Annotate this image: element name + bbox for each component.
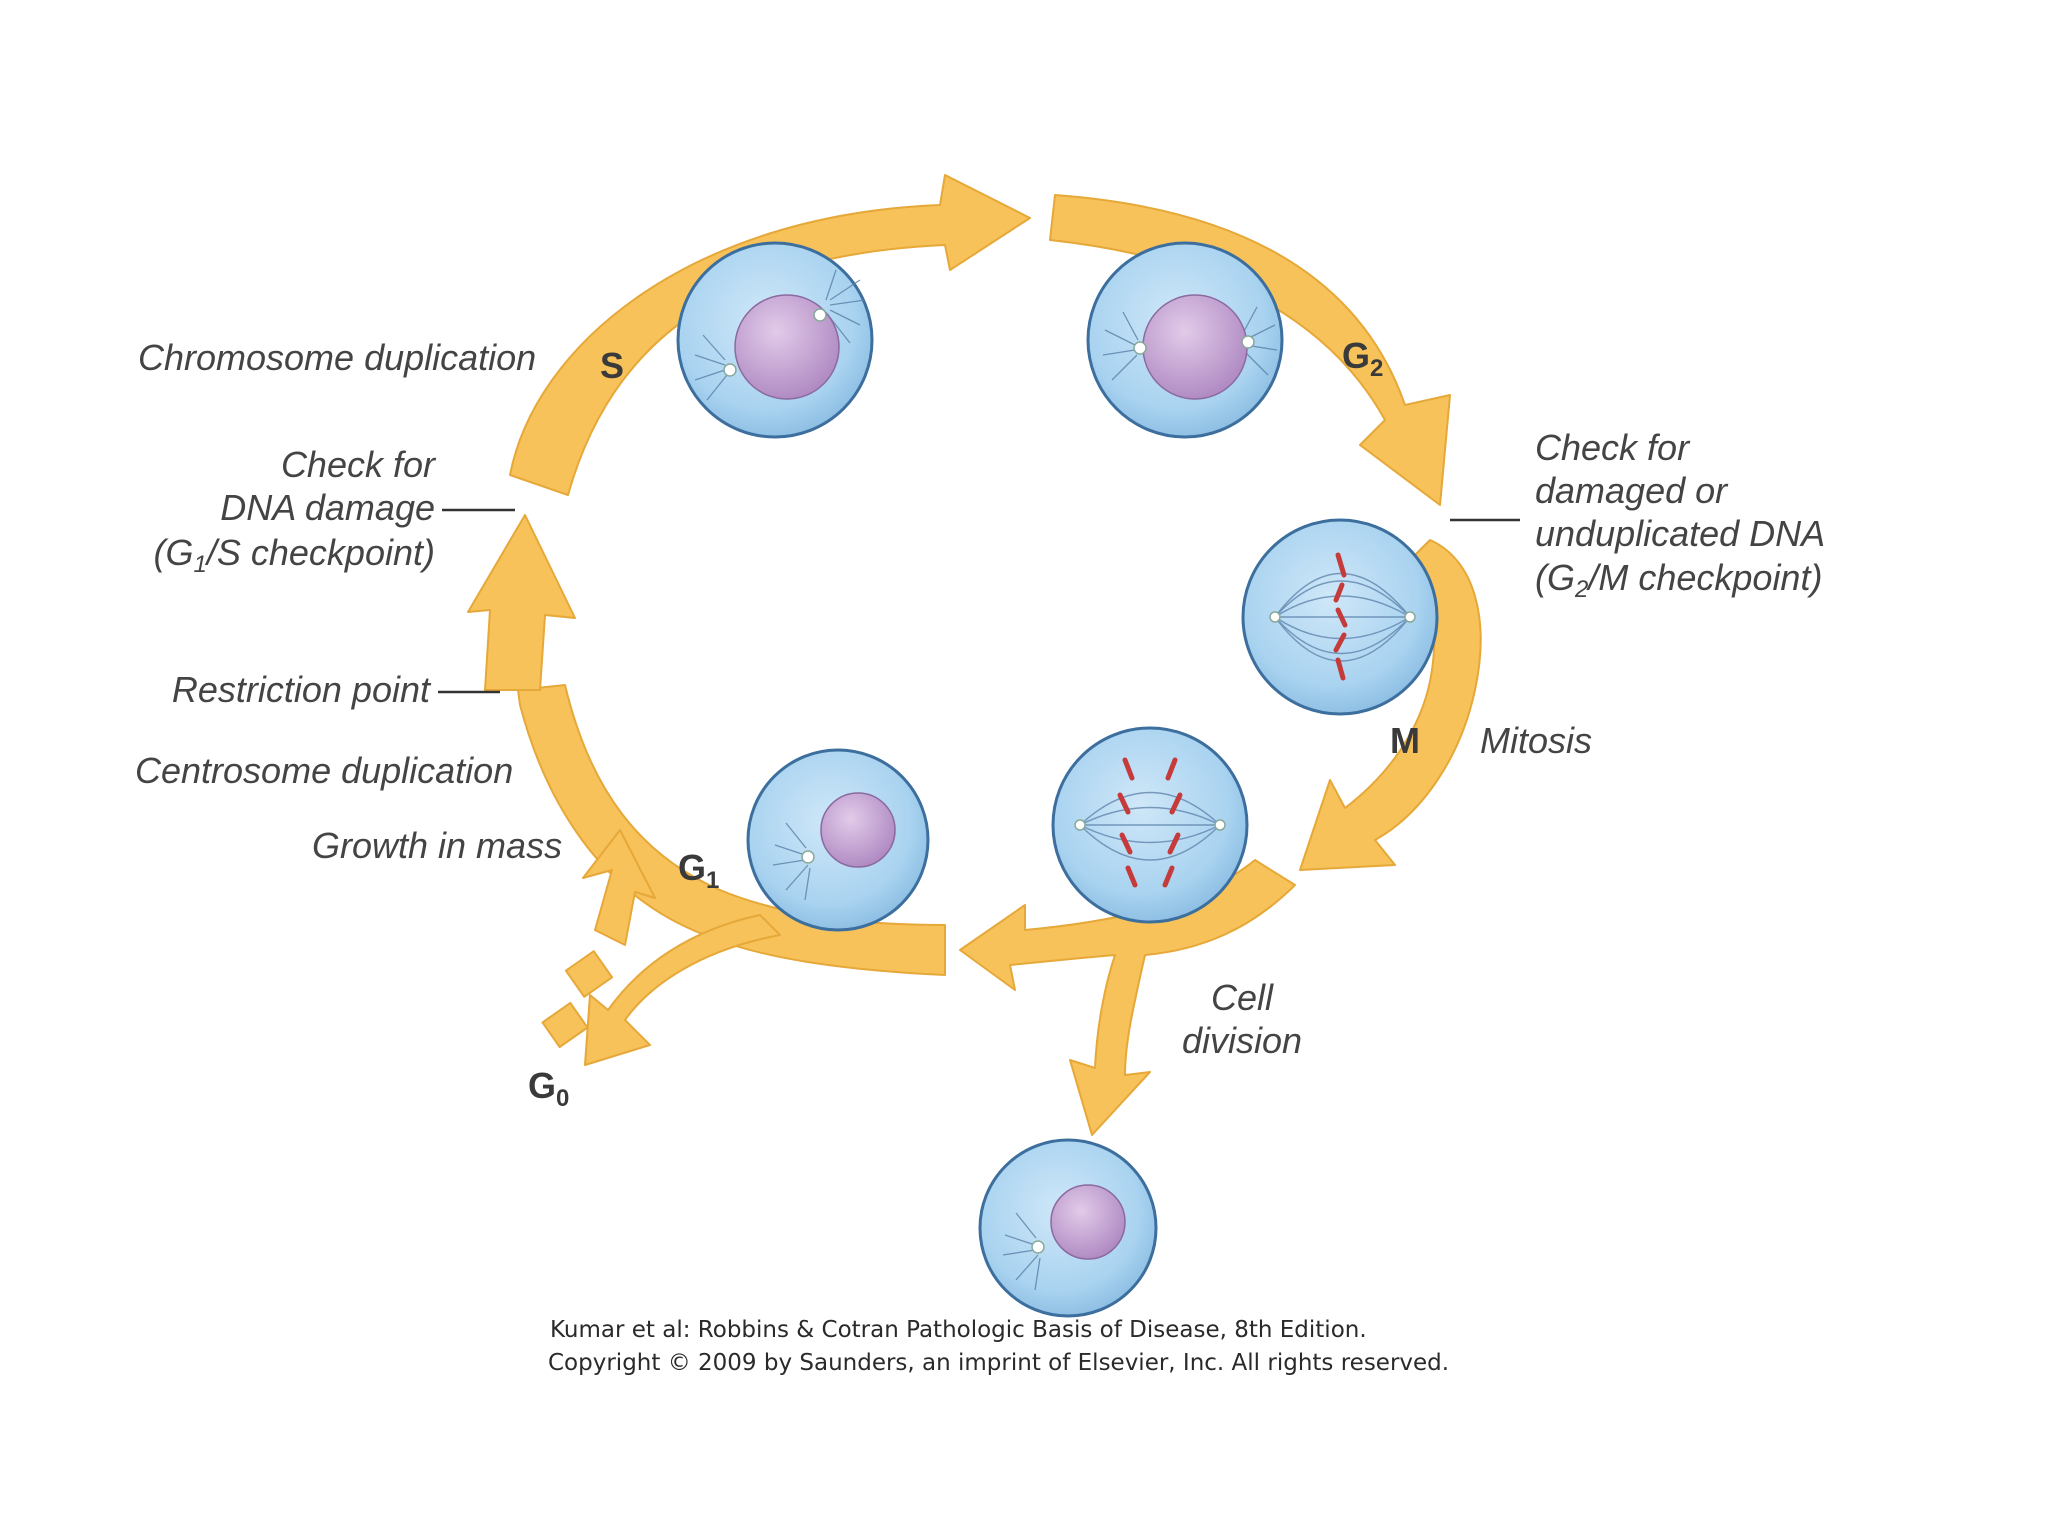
g2-phase-cell (1086, 241, 1284, 439)
metaphase-cell (1241, 518, 1439, 716)
g2m-check-label-line1: Check for (1535, 427, 1691, 468)
restriction-point-label: Restriction point (172, 669, 432, 710)
m-phase-label: M (1390, 720, 1420, 761)
g2m-check-label-line4: (G2/M checkpoint) (1535, 557, 1822, 603)
growth-in-mass-label: Growth in mass (312, 825, 562, 866)
g0-dash-2 (564, 950, 614, 998)
s-phase-label: S (600, 345, 624, 386)
g1-phase-label: G1 (678, 847, 719, 894)
g1-phase-cell (746, 748, 930, 932)
g0-exit-arrow (584, 914, 781, 1066)
g2m-check-label-line3: unduplicated DNA (1535, 513, 1825, 554)
g1s-check-label-line2: DNA damage (220, 487, 435, 528)
g2-phase-label: G2 (1342, 335, 1383, 382)
cell-division-label-line2: division (1182, 1020, 1302, 1061)
g1-phase-arrow (517, 684, 946, 976)
cell-division-label-line1: Cell (1211, 977, 1274, 1018)
g1-to-s-arrow (467, 514, 576, 691)
g0-dash-1 (541, 1001, 589, 1049)
citation-line-2: Copyright © 2009 by Saunders, an imprint… (548, 1350, 1449, 1376)
g1s-check-label-line3: (G1/S checkpoint) (154, 532, 435, 578)
g0-reentry-arrow (582, 829, 656, 946)
g0-phase-label: G0 (528, 1065, 569, 1112)
chromosome-duplication-label: Chromosome duplication (138, 337, 536, 378)
g1s-check-label-line1: Check for (281, 444, 437, 485)
s-phase-cell (676, 241, 874, 439)
s-phase-arrow (509, 174, 1031, 496)
citation-line-1: Kumar et al: Robbins & Cotran Pathologic… (550, 1317, 1367, 1343)
mitosis-label: Mitosis (1480, 720, 1592, 761)
g2m-check-label-line2: damaged or (1535, 470, 1729, 511)
cell-division-arrow (959, 859, 1296, 1136)
anaphase-cell (1051, 726, 1249, 924)
daughter-cell (978, 1138, 1158, 1318)
centrosome-duplication-label: Centrosome duplication (135, 750, 513, 791)
